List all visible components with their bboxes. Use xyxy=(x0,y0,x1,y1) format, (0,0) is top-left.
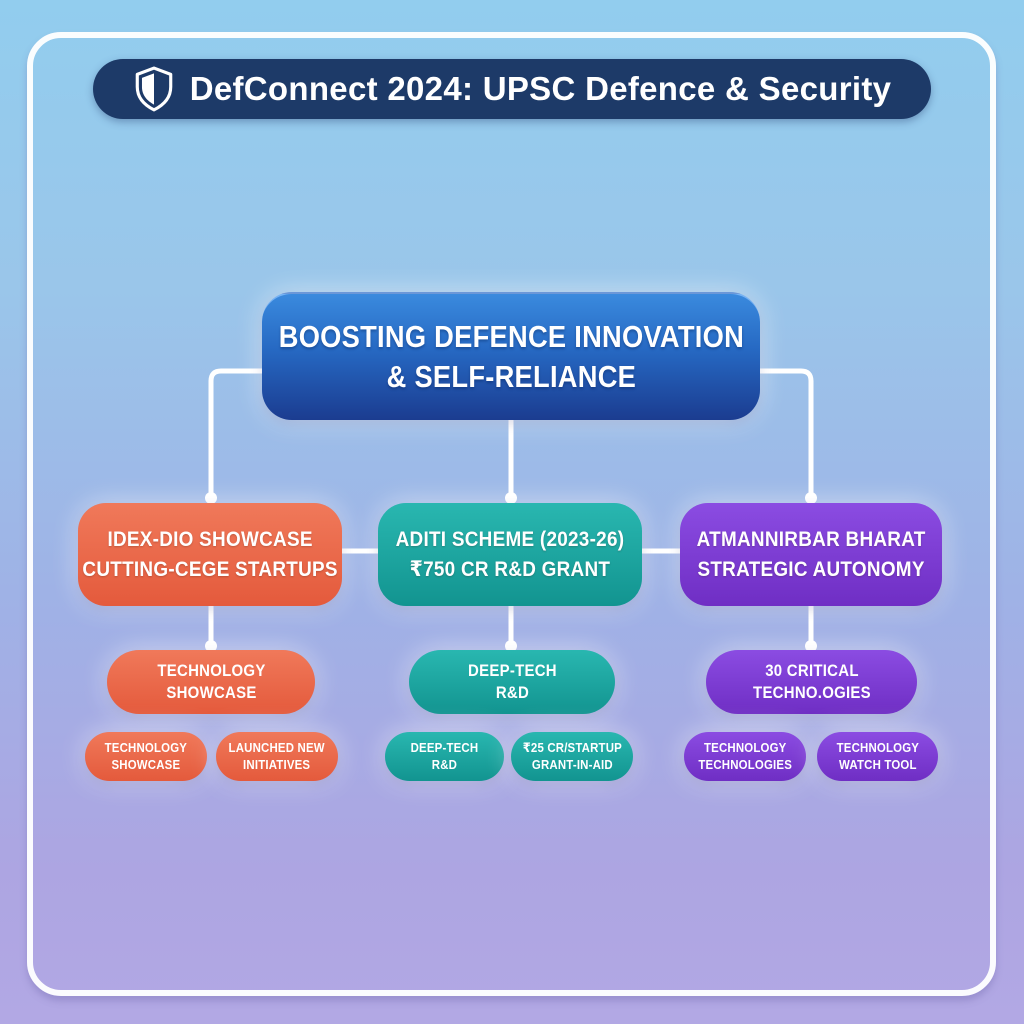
branch-title-line2: ₹750 CR R&D GRANT xyxy=(409,556,611,581)
leaf-line2: GRANT-IN-AID xyxy=(531,756,613,772)
root-node-line1: BOOSTING DEFENCE INNOVATION xyxy=(278,319,744,355)
branch-title-line1: IDEX-DIO SHOWCASE xyxy=(107,527,313,552)
leaf-line1: ₹25 CR/STARTUP xyxy=(522,739,622,755)
leaf-line1: TECHNOLOGY xyxy=(104,739,188,755)
branch-node: IDEX-DIO SHOWCASE CUTTING-CEGE STARTUPS xyxy=(78,503,342,606)
shield-icon xyxy=(135,66,173,112)
leaf-node: TECHNOLOGY WATCH TOOL xyxy=(817,732,938,781)
leaf-node: DEEP-TECH R&D xyxy=(385,732,504,781)
branch-title-line2: STRATEGIC AUTONOMY xyxy=(697,556,925,581)
leaf-line2: TECHNOLOGIES xyxy=(698,756,792,772)
branch-node: ADITI SCHEME (2023-26) ₹750 CR R&D GRANT xyxy=(378,503,642,606)
branch-title-line1: ADITI SCHEME (2023-26) xyxy=(395,527,625,552)
branch-node: ATMANNIRBAR BHARAT STRATEGIC AUTONOMY xyxy=(680,503,942,606)
branch-title-line1: ATMANNIRBAR BHARAT xyxy=(696,527,926,552)
leaf-node: TECHNOLOGY SHOWCASE xyxy=(85,732,207,781)
mid-node-line1: 30 CRITICAL xyxy=(764,660,859,680)
mid-node: 30 CRITICAL TECHNO.OGIES xyxy=(706,650,917,714)
mid-node: TECHNOLOGY SHOWCASE xyxy=(107,650,315,714)
mid-node-line2: R&D xyxy=(495,683,529,702)
leaf-node: ₹25 CR/STARTUP GRANT-IN-AID xyxy=(511,732,633,781)
leaf-line2: SHOWCASE xyxy=(111,756,181,772)
leaf-line2: WATCH TOOL xyxy=(838,756,917,772)
leaf-line2: R&D xyxy=(431,756,458,772)
leaf-node: TECHNOLOGY TECHNOLOGIES xyxy=(684,732,806,781)
mid-node-line2: TECHNO.OGIES xyxy=(752,683,871,702)
header-banner: DefConnect 2024: UPSC Defence & Security xyxy=(93,59,931,119)
mid-node: DEEP-TECH R&D xyxy=(409,650,615,714)
leaf-line1: TECHNOLOGY xyxy=(836,739,919,755)
root-node-line2: & SELF-RELIANCE xyxy=(386,359,636,394)
page-title: DefConnect 2024: UPSC Defence & Security xyxy=(189,70,892,107)
leaf-line2: INITIATIVES xyxy=(243,756,311,772)
mid-node-line1: TECHNOLOGY xyxy=(156,660,266,680)
leaf-node: LAUNCHED NEW INITIATIVES xyxy=(216,732,338,781)
leaf-line1: DEEP-TECH xyxy=(410,739,479,755)
branch-title-line2: CUTTING-CEGE STARTUPS xyxy=(82,556,338,581)
leaf-line1: TECHNOLOGY xyxy=(703,739,787,755)
mid-node-line1: DEEP-TECH xyxy=(467,660,557,680)
mid-node-line2: SHOWCASE xyxy=(165,683,257,702)
root-node: BOOSTING DEFENCE INNOVATION & SELF-RELIA… xyxy=(262,292,760,420)
leaf-line1: LAUNCHED NEW xyxy=(228,739,326,755)
